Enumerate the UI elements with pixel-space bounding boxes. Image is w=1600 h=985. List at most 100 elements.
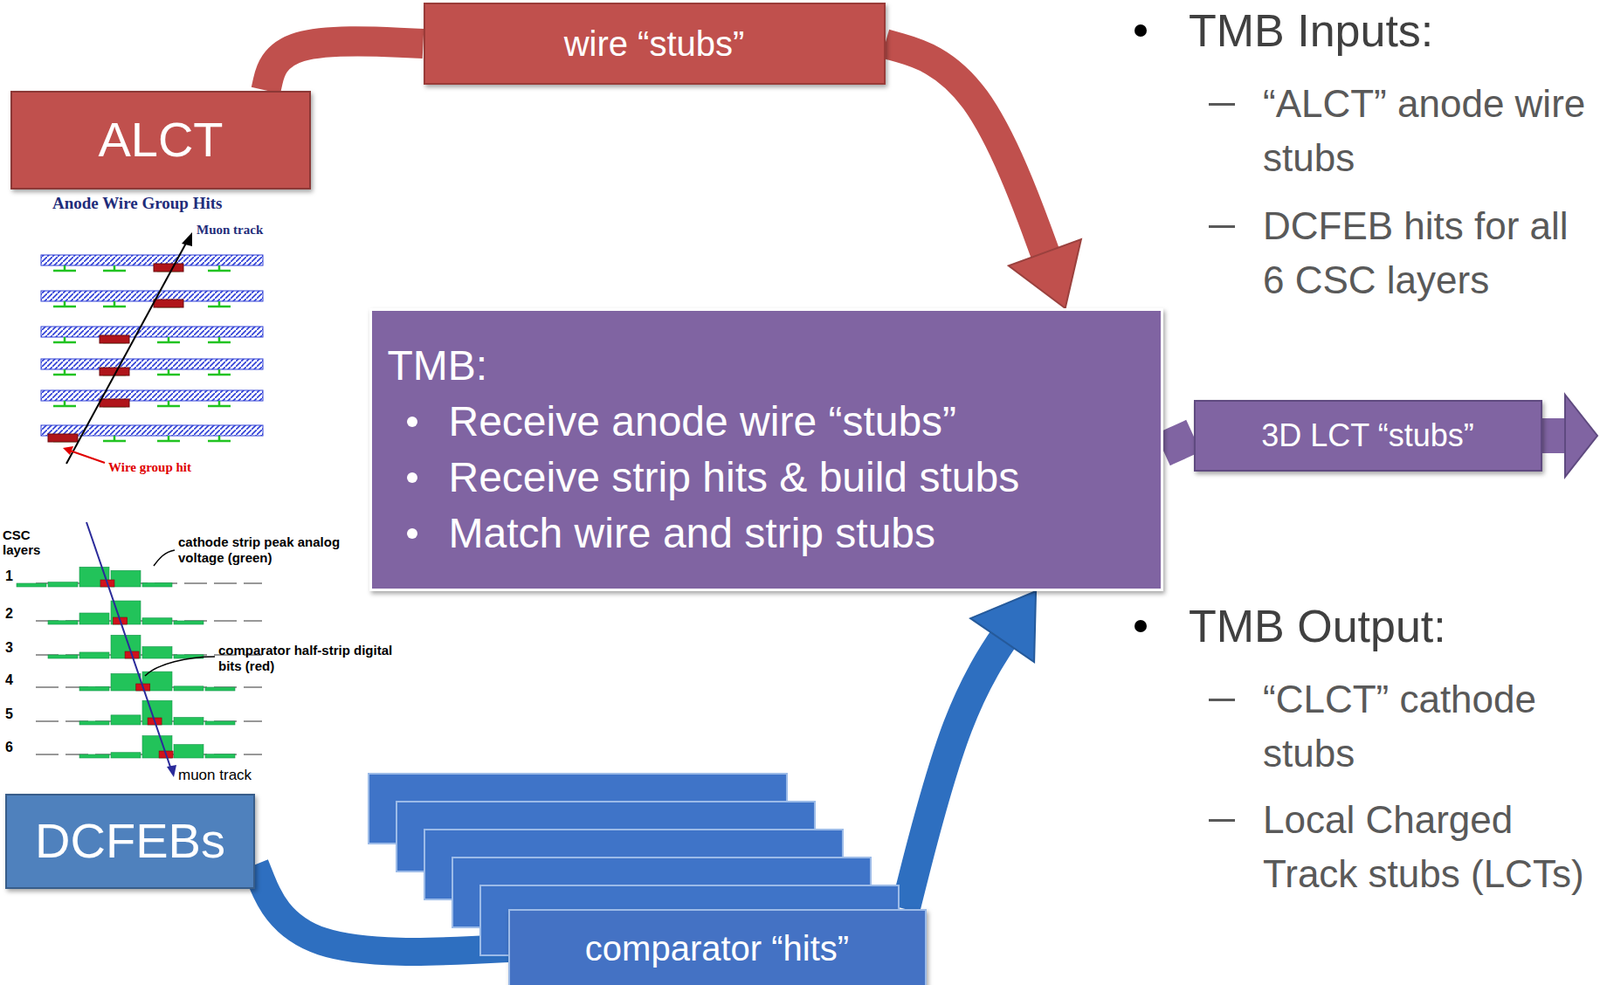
- strip-charge: [110, 752, 141, 759]
- layer-number: 5: [5, 705, 14, 723]
- box-label: comparator “hits”: [585, 928, 849, 969]
- wire-group-hit: [48, 434, 78, 442]
- label-box: wire “stubs”: [423, 2, 886, 85]
- box-label: DCFEBs: [34, 813, 226, 869]
- connector-band: [265, 41, 423, 90]
- track-arrowhead: [181, 232, 193, 247]
- figure-label: Anode Wire Group Hits: [52, 193, 222, 214]
- strip-charge: [142, 618, 173, 625]
- wire-group-marker: [207, 435, 231, 442]
- bullet-text: Receive strip hits & build stubs: [387, 449, 1021, 506]
- layer-number: 6: [5, 738, 14, 756]
- anode-wire-figure: [41, 232, 263, 464]
- wire-group-marker: [53, 301, 76, 307]
- wire-group-marker: [53, 400, 76, 407]
- strip-charge: [48, 620, 78, 625]
- figure-label: Wire group hit: [108, 459, 192, 476]
- wire-group-marker: [53, 265, 76, 271]
- figure-label: muon track: [178, 766, 252, 785]
- leader-line: [69, 450, 105, 463]
- wire-group-marker: [207, 369, 231, 375]
- figure-label: comparator half-strip digital bits (red): [218, 642, 398, 675]
- strip-charge: [205, 687, 235, 691]
- wire-plane: [41, 390, 263, 401]
- strip-charge: [110, 570, 141, 587]
- bullet-text: Local Charged Track stubs (LCTs): [1262, 793, 1597, 901]
- wire-group-marker: [53, 369, 76, 375]
- wire-plane: [41, 358, 263, 370]
- dash-mark: [1208, 819, 1235, 822]
- bullet-text: “CLCT” cathode stubs: [1262, 672, 1597, 780]
- strip-charge: [205, 721, 235, 725]
- connector-band: [905, 620, 1016, 910]
- dash-mark: [1208, 698, 1235, 702]
- layer-number: 2: [5, 605, 14, 622]
- strip-charge: [48, 582, 78, 587]
- figure-label: cathode strip peak analog voltage (green…: [178, 534, 366, 566]
- box-label: 3D LCT “stubs”: [1261, 417, 1474, 454]
- wire-group-marker: [157, 369, 180, 375]
- wire-group-hit: [153, 263, 184, 272]
- bullet-text: Receive anode wire “stubs”: [387, 393, 958, 450]
- figure-label: CSC layers: [2, 527, 49, 559]
- figure-label: Muon track: [196, 221, 263, 238]
- bullet-text: TMB Inputs:: [1188, 3, 1434, 58]
- connector-arrow: [265, 41, 423, 90]
- strip-charge: [173, 717, 204, 725]
- wire-group-marker: [207, 400, 231, 407]
- strip-charge: [110, 715, 141, 725]
- label-box: DCFEBs: [5, 793, 256, 890]
- wire-group-hit: [153, 299, 184, 308]
- dash-mark: [1208, 225, 1235, 228]
- bullet-text: TMB Output:: [1188, 599, 1447, 654]
- wire-group-marker: [103, 265, 126, 271]
- strip-charge: [79, 754, 110, 759]
- arrowhead: [1008, 239, 1082, 309]
- leader-line: [153, 550, 175, 566]
- layer-number: 1: [5, 567, 14, 585]
- wire-group-hit: [99, 399, 130, 407]
- bullet-text: Match wire and strip stubs: [387, 505, 937, 562]
- strip-charge: [79, 652, 110, 659]
- bullet-text: “ALCT” anode wire stubs: [1262, 76, 1597, 185]
- strip-charge: [173, 744, 204, 759]
- leader-line: [144, 656, 215, 676]
- wire-group-marker: [157, 435, 180, 442]
- arrowhead: [970, 591, 1036, 663]
- strip-charge: [173, 686, 204, 691]
- label-box: 3D LCT “stubs”: [1193, 400, 1543, 472]
- box-heading: TMB:: [387, 337, 489, 394]
- output-arrow-tip: [1565, 394, 1598, 477]
- wire-plane: [41, 290, 263, 302]
- box-label: ALCT: [97, 111, 223, 168]
- wire-group-marker: [207, 265, 231, 271]
- strip-charge: [48, 655, 78, 659]
- connector-band: [885, 43, 1054, 276]
- wire-plane: [41, 255, 263, 266]
- strip-charge: [79, 721, 110, 725]
- strip-charge: [79, 686, 110, 691]
- connector-band: [1163, 435, 1194, 450]
- bullet-text: DCFEB hits for all 6 CSC layers: [1262, 199, 1597, 307]
- wire-group-marker: [207, 301, 231, 307]
- wire-group-marker: [103, 435, 126, 442]
- track-arrowhead: [166, 765, 177, 778]
- connector-arrow: [905, 591, 1037, 910]
- strip-charge: [142, 647, 173, 659]
- layer-number: 3: [5, 639, 14, 656]
- wire-group-marker: [157, 400, 180, 407]
- strip-charge: [142, 700, 173, 725]
- label-box: ALCT: [10, 90, 311, 190]
- layer-number: 4: [5, 671, 14, 689]
- wire-group-marker: [157, 337, 180, 343]
- strip-charge: [79, 613, 110, 625]
- bullet-dot: [1134, 24, 1147, 37]
- strip-charge: [173, 620, 204, 625]
- strip-charge: [142, 582, 173, 587]
- leader-arrowhead: [62, 446, 74, 456]
- muon-track-line: [66, 238, 189, 464]
- strip-charge: [16, 583, 47, 587]
- box-label: wire “stubs”: [564, 23, 745, 64]
- process-box: TMB:Receive anode wire “stubs”Receive st…: [369, 308, 1164, 592]
- wire-group-marker: [103, 301, 126, 307]
